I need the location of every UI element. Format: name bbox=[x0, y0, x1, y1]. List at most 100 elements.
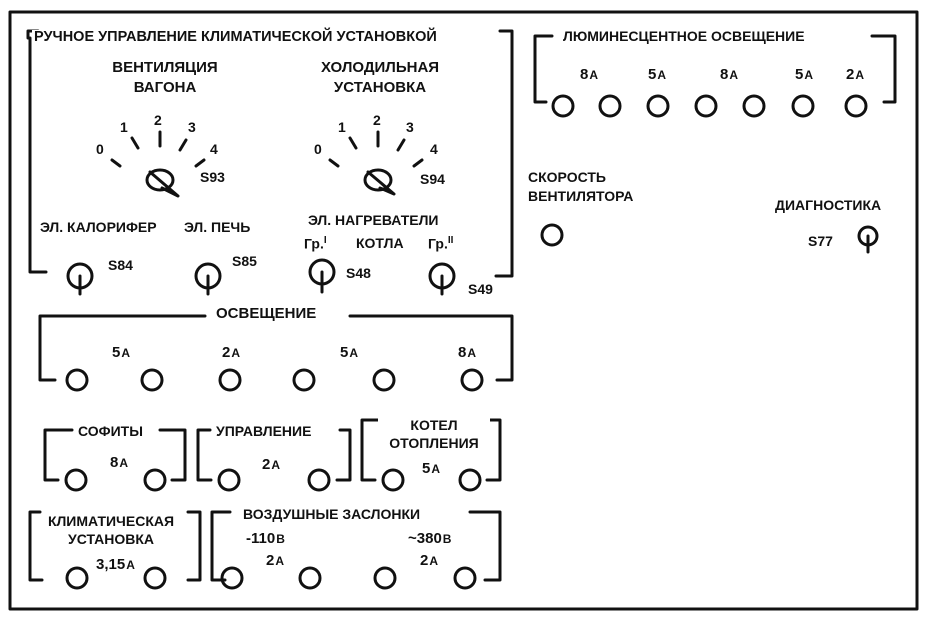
dampers-rating-1-unit: А bbox=[275, 554, 285, 568]
fluor-rating-1-unit: А bbox=[589, 68, 599, 82]
klimat-lamp bbox=[143, 566, 167, 590]
fluor-lamp bbox=[694, 94, 718, 118]
fluor-rating-4-unit: А bbox=[804, 68, 814, 82]
fluor-rating-4-value: 5 bbox=[795, 66, 804, 83]
cool-knob[interactable] bbox=[363, 168, 396, 196]
dampers-rating-1: 2А bbox=[266, 552, 284, 569]
fluor-rating-2-value: 5 bbox=[648, 66, 657, 83]
klimat-rating-value: 3,15 bbox=[96, 556, 126, 573]
switch-s49[interactable] bbox=[428, 262, 456, 296]
light-rating-4: 8А bbox=[458, 344, 476, 361]
vent-scale-0: 0 bbox=[96, 141, 104, 157]
dampers-rating-2-value: 2 bbox=[420, 552, 429, 569]
klimat-title-line2: УСТАНОВКА bbox=[67, 530, 155, 547]
upr-rating-value: 2 bbox=[262, 456, 271, 473]
dampers-lamp bbox=[373, 566, 397, 590]
switch-s77[interactable] bbox=[857, 225, 879, 254]
fluor-lamps bbox=[551, 94, 868, 118]
fluor-lamp bbox=[646, 94, 670, 118]
vent-scale-4: 4 bbox=[210, 141, 218, 157]
dampers-voltage-2-value: ~380 bbox=[408, 530, 442, 547]
panel-outer-frame bbox=[8, 10, 919, 611]
fluor-title: ЛЮМИНЕСЦЕНТНОЕ ОСВЕЩЕНИЕ bbox=[560, 29, 808, 44]
vent-label-line2: ВАГОНА bbox=[133, 78, 197, 96]
light-lamp bbox=[372, 368, 396, 392]
light-rating-4-value: 8 bbox=[458, 344, 467, 361]
upr-bracket bbox=[196, 428, 352, 482]
cool-switch-label: S94 bbox=[420, 171, 445, 187]
dampers-rating-2: 2А bbox=[420, 552, 438, 569]
fan-speed-line2: ВЕНТИЛЯТОРА bbox=[528, 187, 634, 204]
cool-scale-4: 4 bbox=[430, 141, 438, 157]
fluor-rating-2-unit: А bbox=[657, 68, 667, 82]
light-rating-3-unit: А bbox=[349, 346, 359, 360]
cool-scale-3: 3 bbox=[406, 119, 414, 135]
dampers-rating-1-value: 2 bbox=[266, 552, 275, 569]
cool-scale-2: 2 bbox=[373, 112, 381, 128]
s85-label: S85 bbox=[232, 253, 257, 269]
kotel-lamp bbox=[458, 468, 482, 492]
vent-scale-1: 1 bbox=[120, 119, 128, 135]
switch-s48[interactable] bbox=[308, 258, 336, 294]
fan-speed-lamp bbox=[540, 223, 564, 247]
dampers-voltage-1-unit: В bbox=[276, 532, 285, 546]
cool-scale-0: 0 bbox=[314, 141, 322, 157]
gr1-label: Гр.I bbox=[304, 235, 327, 252]
gr1-num: I bbox=[323, 235, 327, 246]
fluor-rating-4: 5А bbox=[795, 66, 813, 83]
gr1-text: Гр. bbox=[304, 235, 324, 252]
kotla-label: КОТЛА bbox=[356, 235, 404, 251]
upr-title: УПРАВЛЕНИЕ bbox=[214, 423, 314, 439]
pech-label: ЭЛ. ПЕЧЬ bbox=[184, 219, 251, 235]
fan-speed-line1: СКОРОСТЬ bbox=[528, 169, 606, 185]
light-title: ОСВЕЩЕНИЕ bbox=[212, 306, 321, 322]
kotel-rating-value: 5 bbox=[422, 460, 431, 477]
gr2-num: II bbox=[447, 235, 454, 246]
klimat-title-line1: КЛИМАТИЧЕСКАЯ bbox=[47, 513, 175, 529]
light-lamp bbox=[292, 368, 316, 392]
upr-lamp bbox=[217, 468, 241, 492]
fluor-rating-1-value: 8 bbox=[580, 66, 589, 83]
klimat-rating-unit: А bbox=[126, 558, 135, 572]
fluor-lamp bbox=[742, 94, 766, 118]
fan-speed-label: СКОРОСТЬ ВЕНТИЛЯТОРА bbox=[528, 170, 633, 203]
cool-label-line1: ХОЛОДИЛЬНАЯ bbox=[320, 59, 440, 76]
gr2-text: Гр. bbox=[428, 235, 448, 252]
kotel-rating: 5А bbox=[422, 460, 440, 477]
light-rating-3: 5А bbox=[340, 344, 358, 361]
sofity-bracket bbox=[43, 428, 187, 482]
cool-scale-1: 1 bbox=[338, 119, 346, 135]
s49-label: S49 bbox=[468, 281, 493, 297]
upr-rating: 2А bbox=[262, 456, 280, 473]
fluor-lamp bbox=[598, 94, 622, 118]
vent-knob[interactable] bbox=[145, 168, 180, 198]
dampers-title: ВОЗДУШНЫЕ ЗАСЛОНКИ bbox=[240, 507, 424, 522]
cool-label-line2: УСТАНОВКА bbox=[333, 78, 427, 96]
light-lamp bbox=[65, 368, 89, 392]
fluor-rating-5: 2А bbox=[846, 66, 864, 83]
s48-label: S48 bbox=[346, 265, 371, 281]
light-rating-2: 2А bbox=[222, 344, 240, 361]
fluor-rating-3-unit: А bbox=[729, 68, 739, 82]
light-rating-4-unit: А bbox=[467, 346, 477, 360]
vent-label: ВЕНТИЛЯЦИЯ ВАГОНА bbox=[100, 60, 230, 96]
switch-s84[interactable] bbox=[66, 262, 94, 296]
vent-scale-2: 2 bbox=[154, 112, 162, 128]
switch-s85[interactable] bbox=[194, 262, 222, 296]
fluor-lamp bbox=[791, 94, 815, 118]
fluor-lamp bbox=[844, 94, 868, 118]
s84-label: S84 bbox=[108, 257, 133, 273]
dampers-voltage-2: ~380В bbox=[408, 530, 451, 547]
klimat-title: КЛИМАТИЧЕСКАЯ УСТАНОВКА bbox=[36, 513, 186, 547]
fluor-rating-3-value: 8 bbox=[720, 66, 729, 83]
dampers-bracket bbox=[210, 510, 502, 582]
gr2-label: Гр.II bbox=[428, 235, 454, 252]
klimat-rating: 3,15А bbox=[96, 556, 135, 573]
kotel-rating-unit: А bbox=[431, 462, 441, 476]
light-lamp bbox=[140, 368, 164, 392]
sofity-lamp bbox=[64, 468, 88, 492]
dampers-lamp bbox=[298, 566, 322, 590]
kotel-lamp bbox=[381, 468, 405, 492]
dampers-voltage-1: -110В bbox=[246, 530, 285, 547]
vent-switch-label: S93 bbox=[200, 169, 225, 185]
